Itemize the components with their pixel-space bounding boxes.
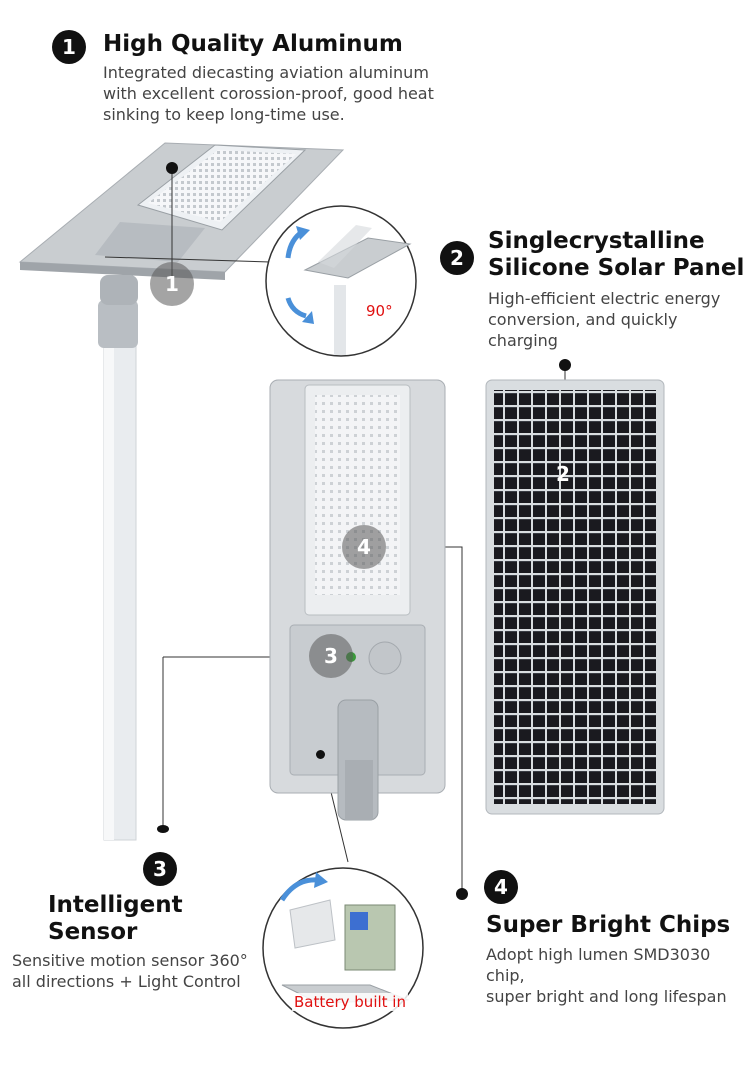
feature-3-description-line: all directions + Light Control: [12, 972, 241, 991]
lamp-front-mount-neck: [345, 760, 373, 820]
feature-1-description: Integrated diecasting aviation aluminum …: [103, 62, 443, 125]
feature-2-title-line: Silicone Solar Panel: [488, 255, 745, 281]
connector-dot-3: [157, 825, 169, 833]
rotate-arrowhead-up-icon: [296, 226, 310, 240]
connector-dot-1: [166, 162, 178, 174]
connector-line-2: [104, 256, 271, 263]
feature-1-description-line: Integrated diecasting aviation aluminum: [103, 63, 429, 82]
feature-4-description-line: Adopt high lumen SMD3030 chip,: [486, 945, 711, 985]
feature-1-description-line: sinking to keep long-time use.: [103, 105, 345, 124]
feature-1-title: High Quality Aluminum: [103, 31, 403, 57]
feature-3-title: Intelligent Sensor: [48, 892, 183, 946]
feature-3-title-line: Intelligent: [48, 892, 183, 918]
lamp-arm: [100, 275, 138, 305]
marker-2: 2: [556, 462, 570, 486]
feature-2-description-line: conversion, and quickly charging: [488, 310, 678, 350]
pole-highlight: [104, 290, 114, 840]
lamp-battery-box: [95, 222, 205, 262]
connector-dot-2: [559, 359, 571, 371]
feature-4-title: Super Bright Chips: [486, 912, 731, 938]
feature-3-title-line: Sensor: [48, 919, 138, 945]
lamp-front-sensor-port: [368, 641, 402, 675]
connector-dot-battery: [316, 750, 325, 759]
feature-4-badge: 4: [484, 870, 518, 904]
feature-3-badge: 3: [143, 852, 177, 886]
battery-pcb-chip: [350, 912, 368, 930]
open-arrow-icon: [279, 877, 319, 902]
solar-panel-cells: [494, 390, 656, 804]
feature-3-description-line: Sensitive motion sensor 360°: [12, 951, 248, 970]
feature-2-badge: 2: [440, 241, 474, 275]
marker-4: 4: [342, 525, 386, 569]
feature-1-description-line: with excellent corossion-proof, good hea…: [103, 84, 434, 103]
battery-label: Battery built in: [292, 993, 408, 1011]
marker-3: 3: [309, 634, 353, 678]
rotation-lamp-ghost: [318, 225, 372, 268]
rotate-arrow-down-icon: [285, 297, 307, 319]
pole-bracket: [98, 300, 138, 348]
battery-lid-ghost: [289, 899, 336, 949]
feature-1-badge: 1: [52, 30, 86, 64]
feature-2-description: High-efficient electric energy conversio…: [488, 288, 748, 351]
open-arrowhead-icon: [314, 872, 328, 888]
feature-3-description: Sensitive motion sensor 360° all directi…: [12, 950, 262, 992]
feature-4-description-line: super bright and long lifespan: [486, 987, 727, 1006]
feature-2-description-line: High-efficient electric energy: [488, 289, 721, 308]
connector-dot-4: [456, 888, 468, 900]
feature-2-title-line: Singlecrystalline: [488, 228, 705, 254]
feature-4-description: Adopt high lumen SMD3030 chip, super bri…: [486, 944, 746, 1007]
rotation-angle-label: 90°: [366, 302, 393, 320]
lamp-led-chips: [148, 150, 296, 222]
rotation-pole: [334, 285, 346, 355]
marker-1: 1: [150, 262, 194, 306]
rotate-arrowhead-down-icon: [302, 311, 314, 324]
feature-2-title: Singlecrystalline Silicone Solar Panel: [488, 228, 744, 282]
